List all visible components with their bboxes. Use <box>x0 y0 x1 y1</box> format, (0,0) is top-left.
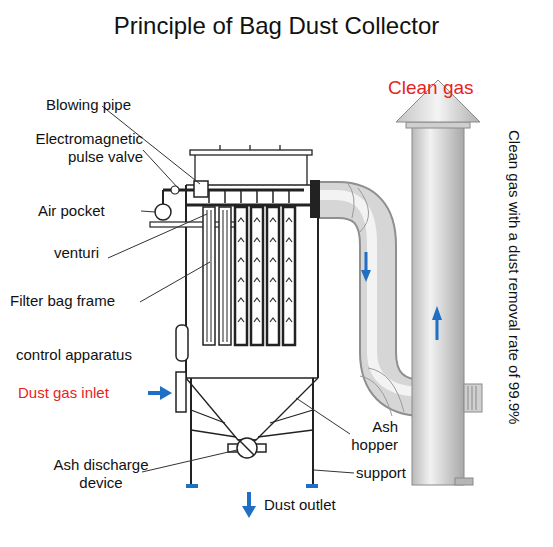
diagram-title: Principle of Bag Dust Collector <box>0 12 553 40</box>
inlet-flange <box>176 372 186 412</box>
part-label: control apparatus <box>16 346 176 364</box>
part-label: Ash discharge device <box>46 456 156 492</box>
part-label: venturi <box>54 244 134 262</box>
collector-body <box>186 145 318 485</box>
control-box <box>176 325 188 361</box>
part-label: Filter bag frame <box>10 292 160 310</box>
support-foot <box>186 484 198 488</box>
part-label: Dust outlet <box>264 496 374 514</box>
part-label: Dust gas inlet <box>18 384 148 402</box>
part-label: Clean gas <box>388 76 508 99</box>
discharge-valve <box>228 438 266 458</box>
part-label: Air pocket <box>38 202 148 220</box>
part-label: Blowing pipe <box>46 96 156 114</box>
chimney <box>396 80 482 485</box>
part-label: support <box>356 464 436 482</box>
part-label: Ash hopper <box>340 418 398 454</box>
filter-bags <box>203 207 295 345</box>
support-foot <box>306 484 318 488</box>
part-label: Electromagnetic pulse valve <box>8 130 143 166</box>
part-label: Clean gas with a dust removal rate of 99… <box>505 130 523 500</box>
